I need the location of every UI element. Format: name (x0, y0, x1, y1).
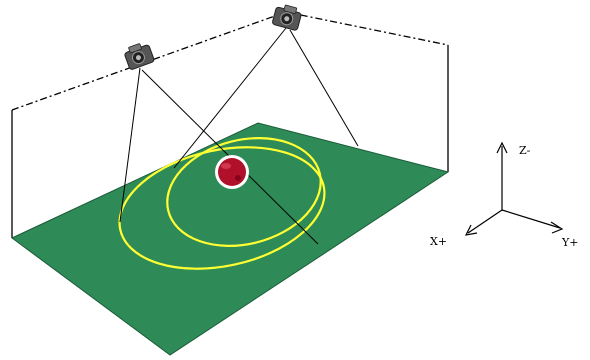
y-axis-arrowhead (550, 221, 564, 234)
room-verticals (11, 45, 449, 238)
y-axis-label: Y+ (561, 236, 578, 249)
x-axis-line (467, 209, 503, 234)
left-camera-ray-1 (119, 67, 141, 223)
x-axis-arrowhead (464, 224, 478, 236)
right-camera-icon (272, 4, 302, 31)
right-camera-ray-2 (289, 29, 359, 147)
right-camera-coverage-ellipse (166, 137, 322, 247)
coverage-zones (118, 137, 326, 270)
right-camera-ray-1 (173, 27, 287, 169)
x-axis-label: X+ (430, 235, 447, 248)
frame-top-side-edge (285, 11, 449, 46)
room-frame (11, 11, 449, 111)
z-axis-arrowhead (496, 141, 508, 154)
left-camera-icon (124, 43, 155, 70)
ball-icon (215, 155, 249, 189)
z-axis-label: Z- (519, 144, 531, 157)
y-axis-line (501, 209, 561, 229)
coordinate-axes (464, 141, 564, 236)
left-camera-coverage-ellipse (118, 146, 326, 270)
